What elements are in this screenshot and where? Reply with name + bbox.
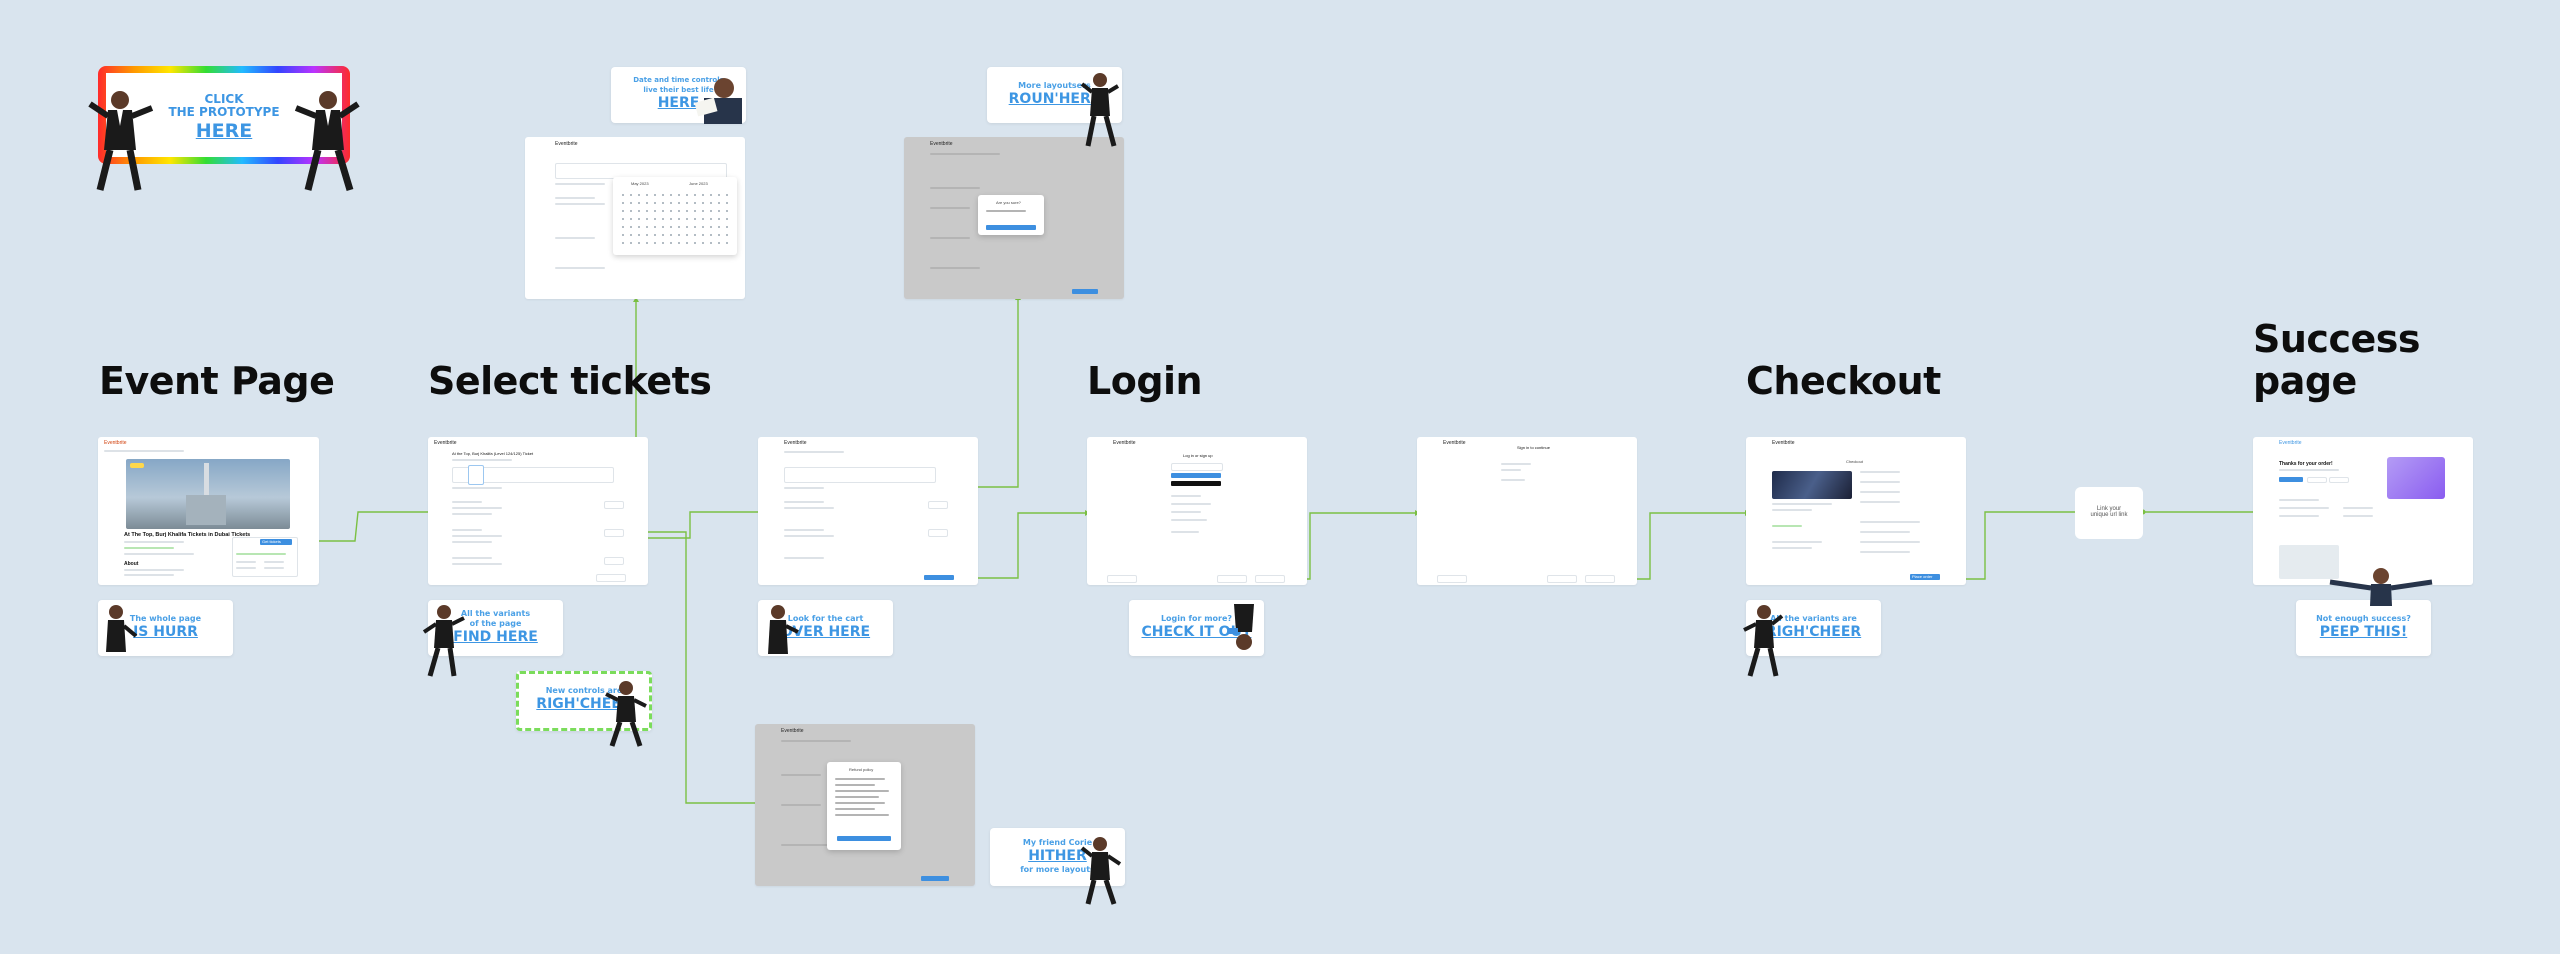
frame-checkout[interactable]: Eventbrite Checkout Place order	[1746, 437, 1966, 585]
policy-modal[interactable]: Refund policy	[827, 762, 901, 850]
frame-logo: Eventbrite	[1113, 440, 1136, 446]
dancing-man-figure	[605, 681, 647, 747]
dancing-man-figure	[88, 91, 154, 191]
section-title-select-tickets: Select tickets	[428, 359, 712, 403]
event-about: About	[124, 561, 139, 567]
dancing-man-figure	[1080, 837, 1122, 905]
calendar-month-1: May 2023	[631, 181, 649, 186]
dancing-man-figure	[1743, 605, 1784, 677]
dancing-man-figure	[768, 605, 799, 654]
frame-select-tickets[interactable]: Eventbrite At the Top, Burj Khalifa (Lev…	[428, 437, 648, 585]
frame-logo: Eventbrite	[104, 440, 127, 446]
banner-line2: THE PROTOTYPE	[168, 105, 280, 119]
success-map	[2279, 545, 2339, 579]
link-is-hurr[interactable]: IS HURR	[133, 624, 198, 640]
modal-title: Are you sure?	[996, 200, 1021, 205]
event-hero-image	[126, 459, 290, 529]
frame-success[interactable]: Eventbrite Thanks for your order!	[2253, 437, 2473, 585]
link-check-it-out[interactable]: CHECK IT OUT	[1141, 624, 1252, 640]
link-righcheer[interactable]: RIGH'CHEER	[536, 696, 632, 712]
dancing-man-figure	[106, 605, 138, 652]
note-success[interactable]: Not enough success? PEEP THIS!	[2296, 600, 2431, 656]
modal-title: Refund policy	[849, 767, 874, 772]
success-heading: Thanks for your order!	[2279, 461, 2333, 467]
event-title: At The Top, Burj Khalifa Tickets in Duba…	[124, 532, 251, 538]
link-here[interactable]: HERE	[657, 95, 700, 111]
calendar-month-2: June 2023	[689, 181, 708, 186]
section-title-login: Login	[1087, 359, 1203, 403]
connector-event-to-tickets	[290, 511, 428, 542]
arms-spread-man-figure	[2329, 568, 2433, 606]
link-righcheer-checkout[interactable]: RIGH'CHEER	[1765, 624, 1862, 640]
section-title-event-page: Event Page	[99, 359, 335, 403]
link-find-here[interactable]: FIND HERE	[453, 629, 538, 645]
confirm-modal[interactable]: Are you sure?	[978, 195, 1044, 235]
dancing-man-figure	[422, 605, 465, 677]
connector-tickets-to-policy	[612, 531, 755, 804]
frame-tickets-modal[interactable]: Eventbrite Are you sure?	[904, 137, 1124, 299]
calendar-popover[interactable]: May 2023 June 2023	[613, 177, 737, 255]
frame-logo: Eventbrite	[2279, 440, 2302, 446]
get-tickets-button[interactable]: Get tickets	[262, 539, 281, 544]
frame-logo: Eventbrite	[1772, 440, 1795, 446]
frame-logo: Eventbrite	[781, 728, 804, 734]
login-step2-heading: Sign in to continue	[1517, 445, 1550, 450]
login-heading: Log in or sign up	[1183, 453, 1213, 458]
frame-event-page[interactable]: Eventbrite At The Top, Burj Khalifa Tick…	[98, 437, 319, 585]
frame-logo: Eventbrite	[1443, 440, 1466, 446]
frame-logo: Eventbrite	[930, 141, 953, 147]
connector-tickets-to-cart	[608, 511, 758, 539]
link-roun-here[interactable]: ROUN'HERE	[1008, 91, 1101, 107]
flow-node-link[interactable]: Link your unique url link	[2075, 487, 2143, 539]
section-title-success: Success page	[2253, 317, 2420, 403]
dancing-man-figure	[294, 91, 360, 192]
frame-login-step2[interactable]: Eventbrite Sign in to continue	[1417, 437, 1637, 585]
section-title-checkout: Checkout	[1746, 359, 1941, 403]
frame-tickets-cart[interactable]: Eventbrite	[758, 437, 978, 585]
connector-cart-to-login	[955, 512, 1085, 579]
banner-line1: CLICK	[204, 92, 244, 106]
reading-man-figure	[694, 78, 742, 124]
frame-logo: Eventbrite	[434, 440, 457, 446]
link-peep-this[interactable]: PEEP THIS!	[2319, 624, 2408, 640]
upside-down-man-figure	[1228, 604, 1254, 650]
checkout-event-image	[1772, 471, 1852, 499]
banner-line3[interactable]: HERE	[195, 120, 253, 142]
tickets-heading: At the Top, Burj Khalifa (Level 124/125)…	[452, 451, 534, 456]
link-over-here[interactable]: OVER HERE	[780, 624, 871, 640]
frame-tickets-calendar[interactable]: Eventbrite May 2023 June 2023	[525, 137, 745, 299]
success-promo-card	[2387, 457, 2445, 499]
dancing-man-figure	[1080, 73, 1120, 147]
link-hither[interactable]: HITHER	[1028, 848, 1087, 864]
checkout-heading: Checkout	[1846, 459, 1863, 464]
frame-tickets-policy[interactable]: Eventbrite Refund policy	[755, 724, 975, 886]
frame-logo: Eventbrite	[555, 141, 578, 147]
frame-login[interactable]: Eventbrite Log in or sign up	[1087, 437, 1307, 585]
frame-logo: Eventbrite	[784, 440, 807, 446]
place-order-button[interactable]	[1910, 574, 1940, 580]
